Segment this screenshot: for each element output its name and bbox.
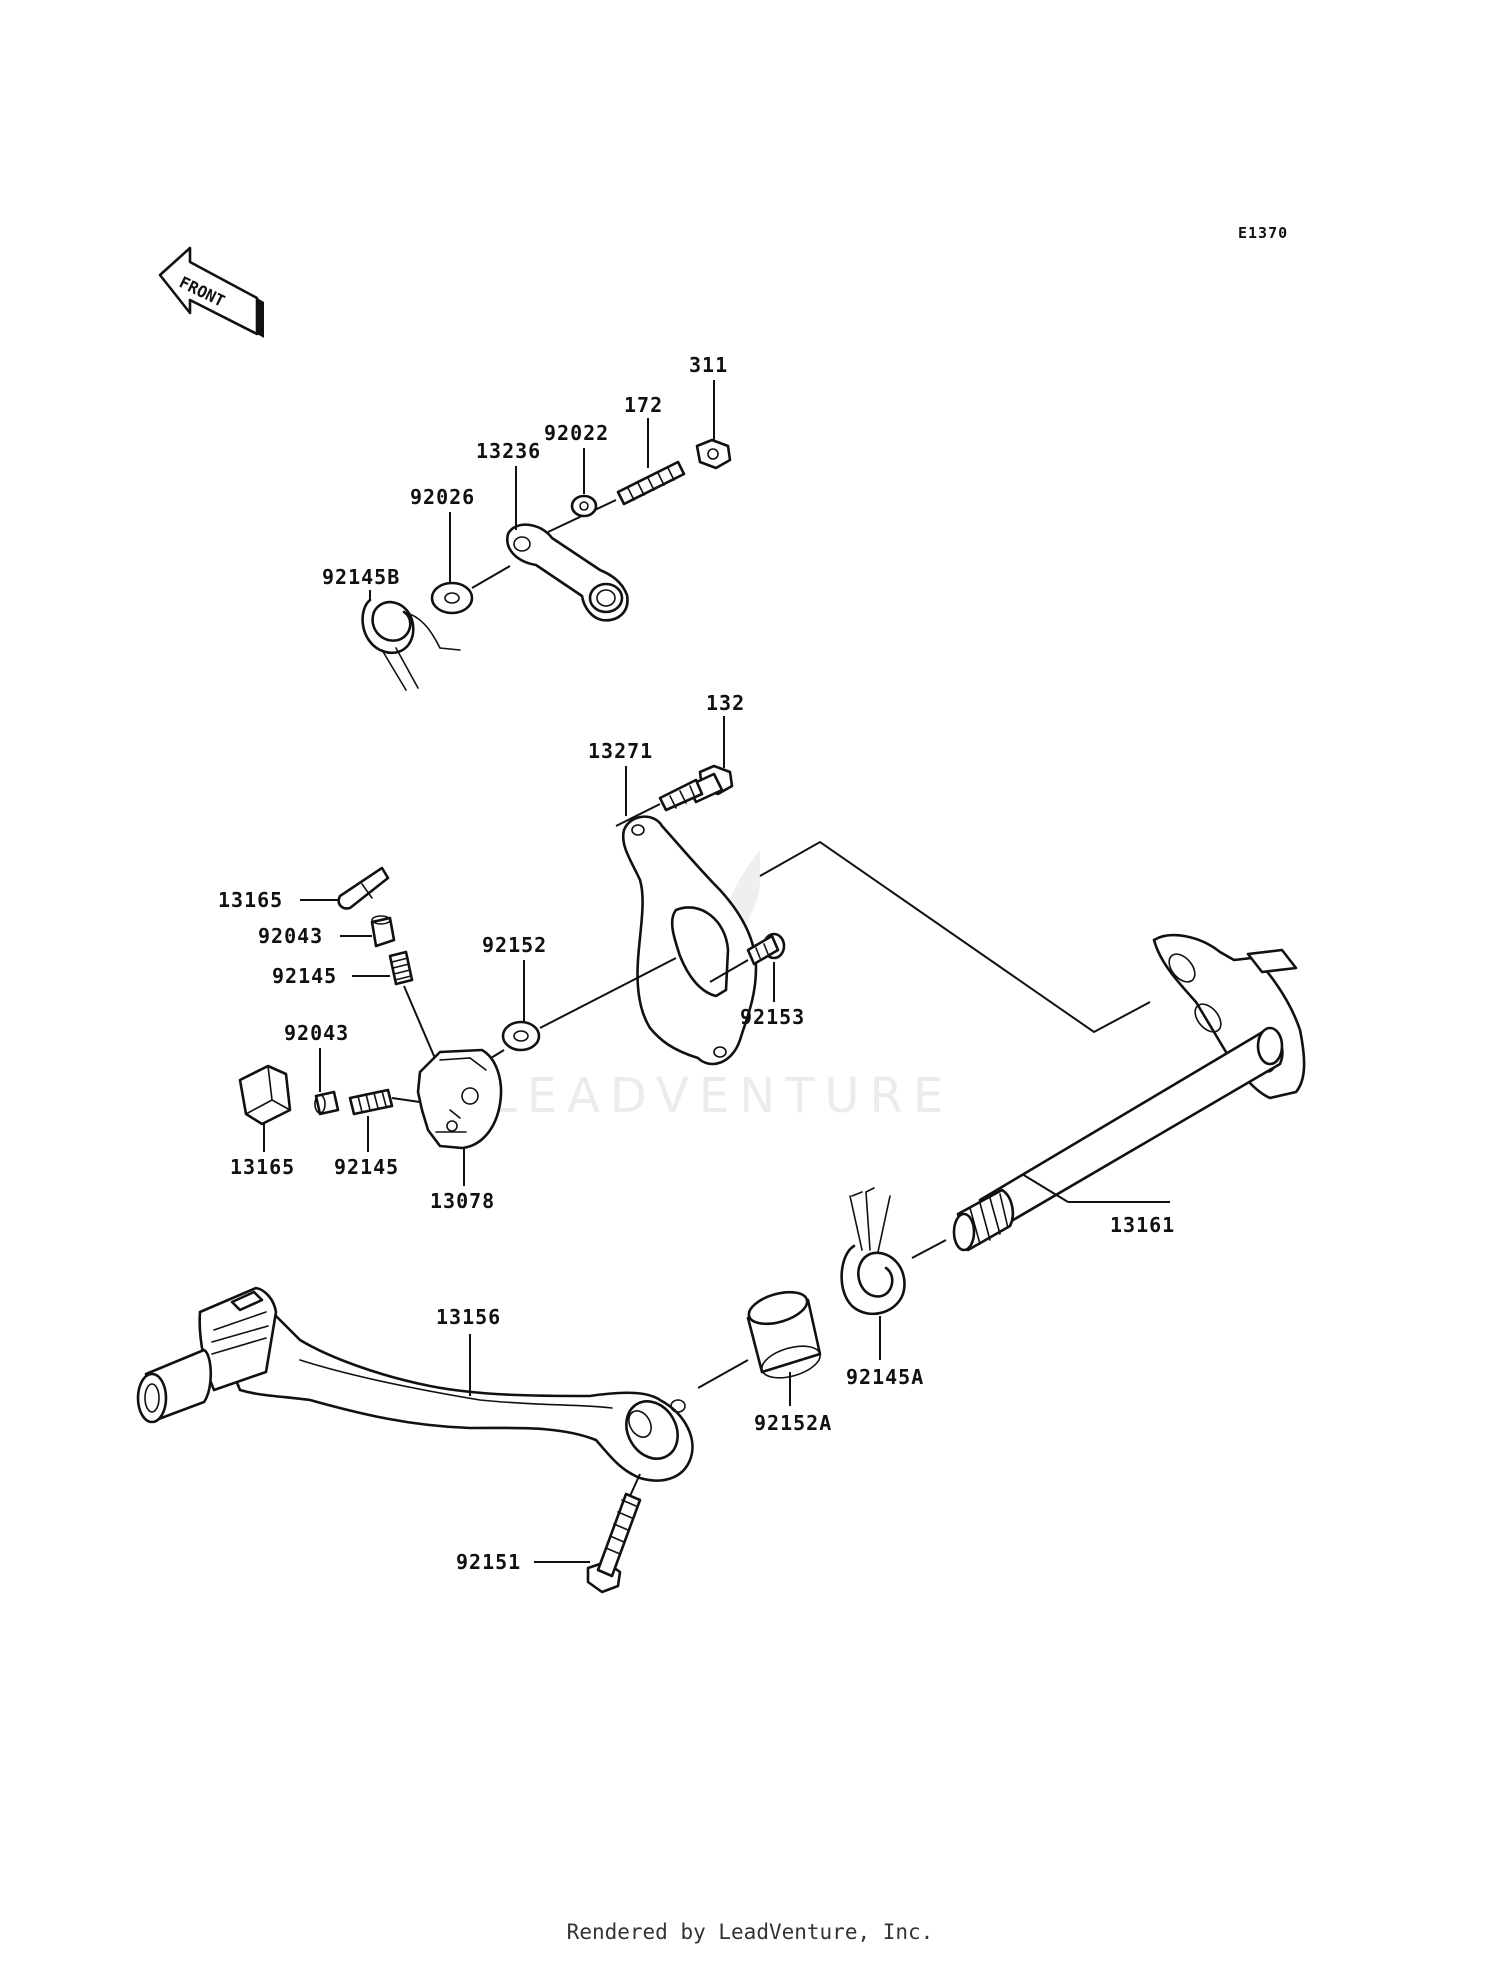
bolt-92151 — [586, 1492, 642, 1594]
pin-92043-bottom — [314, 1090, 340, 1116]
part-label-92026: 92026 — [410, 485, 475, 509]
pin-92043-top — [370, 915, 396, 948]
part-label-92145-top: 92145 — [272, 964, 337, 988]
diagram-code: E1370 — [1238, 224, 1288, 242]
stud-172 — [616, 460, 686, 506]
plate-13271 — [621, 815, 758, 1066]
front-arrow-icon: FRONT — [158, 246, 264, 338]
collar-92152A — [746, 1290, 822, 1379]
nut-311 — [695, 438, 732, 470]
part-label-13161: 13161 — [1110, 1213, 1175, 1237]
part-label-92152A: 92152A — [754, 1411, 832, 1435]
pawl-13165-bottom — [238, 1064, 292, 1126]
part-label-172: 172 — [624, 393, 663, 417]
part-label-92153: 92153 — [740, 1005, 805, 1029]
part-label-92043-bottom: 92043 — [284, 1021, 349, 1045]
spring-92145B — [361, 598, 461, 691]
part-label-92152: 92152 — [482, 933, 547, 957]
footer-credit: Rendered by LeadVenture, Inc. — [566, 1920, 934, 1944]
pawl-13165-top — [337, 866, 390, 910]
part-label-13156: 13156 — [436, 1305, 501, 1329]
spring-92145A — [840, 1187, 906, 1316]
part-label-13271: 13271 — [588, 739, 653, 763]
spring-92145-top — [388, 950, 414, 986]
washer-92026 — [430, 581, 474, 615]
shaft-13161 — [952, 933, 1306, 1252]
part-label-13236: 13236 — [476, 439, 541, 463]
part-label-92145-bottom: 92145 — [334, 1155, 399, 1179]
part-label-92022: 92022 — [544, 421, 609, 445]
washer-92022 — [570, 494, 598, 518]
watermark-text: LEADVENTURE — [490, 1068, 953, 1124]
part-label-92151: 92151 — [456, 1550, 521, 1574]
spring-92145-bottom — [348, 1088, 394, 1116]
bolt-132 — [658, 764, 734, 812]
lever-13236 — [506, 523, 629, 622]
part-label-13078: 13078 — [430, 1189, 495, 1213]
part-label-92145B: 92145B — [322, 565, 400, 589]
watermark: LEADVENTURE — [490, 850, 953, 1124]
part-label-13165-bottom: 13165 — [230, 1155, 295, 1179]
part-label-92043-top: 92043 — [258, 924, 323, 948]
ratchet-13078 — [416, 1048, 503, 1150]
pedal-13156 — [136, 1286, 694, 1482]
part-label-132: 132 — [706, 691, 745, 715]
washer-92152 — [501, 1020, 541, 1052]
part-label-92145A: 92145A — [846, 1365, 924, 1389]
screw-92153 — [746, 932, 786, 966]
part-label-13165-top: 13165 — [218, 888, 283, 912]
part-label-311: 311 — [689, 353, 728, 377]
